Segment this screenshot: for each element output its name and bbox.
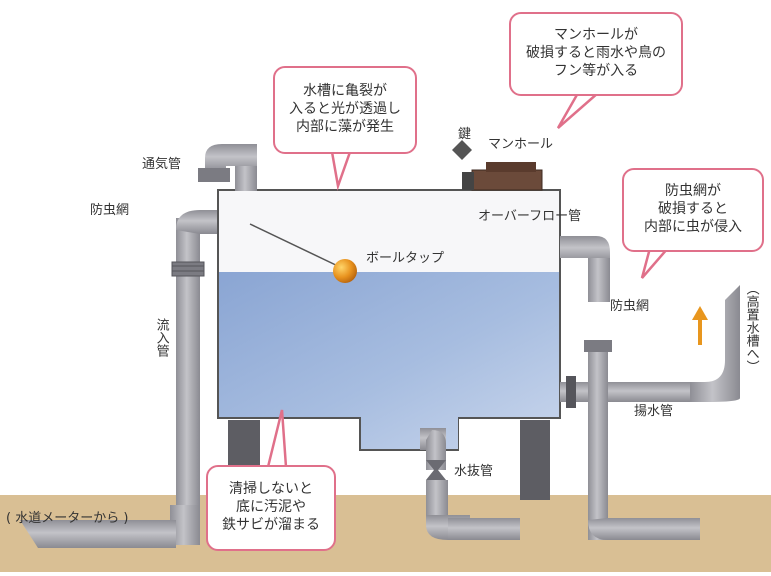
tank-leg [520, 420, 550, 500]
ball-tap-arm [249, 223, 343, 269]
lock [462, 172, 474, 190]
callout-line: マンホールが [554, 27, 638, 44]
drain-pipe-label: 水抜管 [454, 464, 494, 479]
from-meter-label: ( 水道メーターから ) [6, 511, 129, 526]
inflow-pipe-coupling [171, 261, 205, 277]
key-shape [452, 140, 472, 160]
vent-pipe-elbow [205, 144, 257, 172]
pump-pipe-vertical [588, 350, 608, 540]
callout-line: 鉄サビが溜まる [222, 516, 320, 533]
net-damage-callout: 防虫網が 破損すると 内部に虫が侵入 [622, 168, 764, 252]
overflow-pipe-label: オーバーフロー管 [478, 209, 582, 224]
callout-line: 入ると光が透過し [289, 101, 401, 118]
manhole-label: マンホール [488, 137, 554, 152]
callout-line: 破損すると [658, 201, 728, 218]
inflow-pipe-label: 流入管 [153, 318, 169, 357]
insect-net-label-left: 防虫網 [90, 203, 130, 218]
pump-pipe-label: 揚水管 [634, 404, 674, 419]
insect-net-label-right: 防虫網 [610, 299, 650, 314]
callout-line: 清掃しないと [229, 481, 313, 498]
meter-pipe [20, 520, 176, 548]
vent-pipe-label: 通気管 [142, 157, 182, 172]
tank-water [219, 272, 559, 449]
manhole-damage-callout: マンホールが 破損すると雨水や鳥の フン等が入る [509, 12, 683, 96]
callout-line: フン等が入る [553, 62, 639, 79]
callout-line: 内部に虫が侵入 [644, 218, 742, 235]
ball-tap [333, 259, 357, 283]
ball-tap-label: ボールタップ [366, 251, 445, 266]
overflow-pipe [560, 236, 610, 262]
pump-pipe-horizontal [560, 382, 690, 402]
to-high-tank-label: （高置水槽へ） [743, 282, 759, 373]
callout-line: 防虫網が [665, 183, 721, 200]
vent-net [198, 168, 230, 182]
no-cleaning-callout: 清掃しないと 底に汚泥や 鉄サビが溜まる [206, 465, 336, 551]
callout-line: 底に汚泥や [236, 499, 306, 516]
manhole-cover [471, 169, 543, 191]
key-label: 鍵 [458, 127, 472, 142]
callout-line: 内部に藻が発生 [296, 118, 394, 135]
callout-line: 水槽に亀裂が [303, 83, 387, 100]
to-high-tank-pipe [690, 285, 740, 402]
callout-line: 破損すると雨水や鳥の [526, 45, 666, 62]
tank-crack-callout: 水槽に亀裂が 入ると光が透過し 内部に藻が発生 [273, 66, 417, 154]
